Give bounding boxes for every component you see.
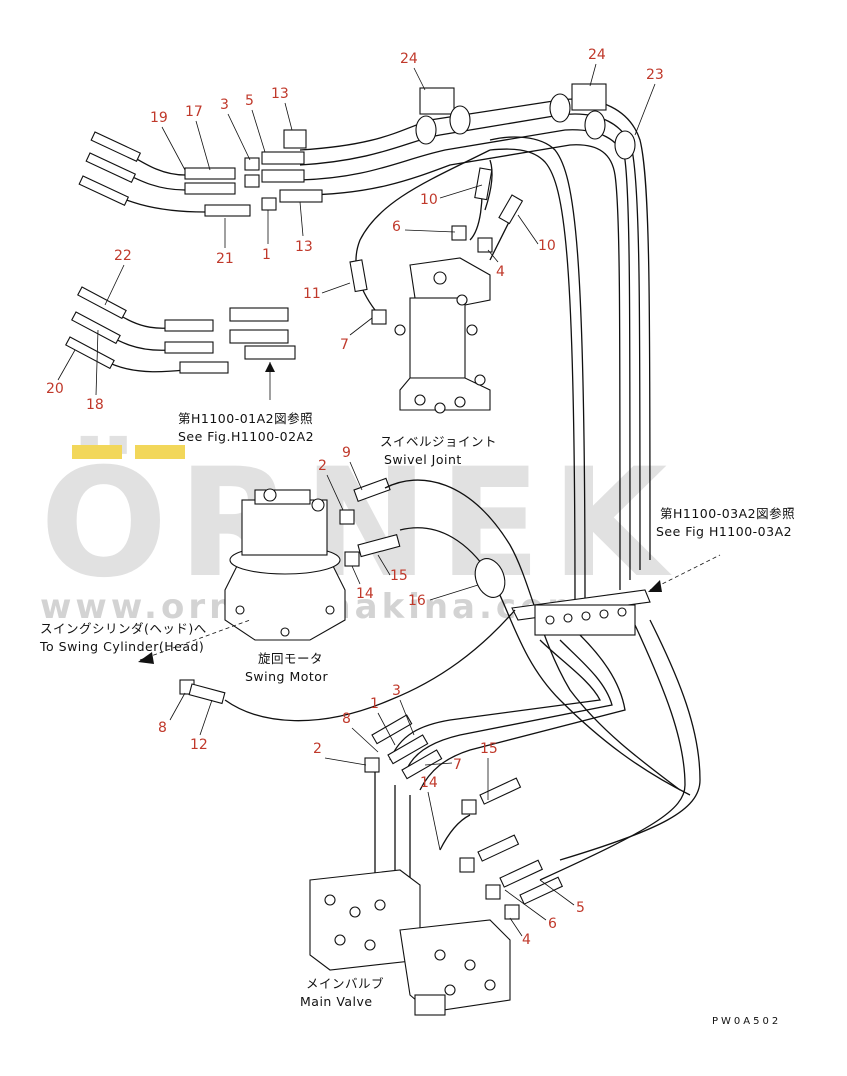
callout-4b: 4 [522,932,531,948]
swing-cylinder-jp: スイングシリンダ(ヘッド)へ [40,621,207,636]
callout-16: 16 [408,593,426,609]
callout-2a: 2 [318,458,327,474]
swing-motor-jp: 旋回モータ [258,651,323,666]
callout-14a: 14 [356,586,374,602]
ref-fig-03A2-jp: 第H1100-03A2図参照 [660,506,795,521]
callout-2b: 2 [313,741,322,757]
clamp-block [511,554,721,636]
callout-14b: 14 [420,775,438,791]
callouts: 24 24 23 19 17 3 5 13 10 6 10 4 21 1 13 … [46,47,664,948]
watermark-dot-right [135,445,185,459]
callout-19: 19 [150,110,168,126]
mid-left-fittings [65,286,296,400]
callout-10a: 10 [420,192,438,208]
callout-11: 11 [303,286,321,302]
callout-24b: 24 [588,47,606,63]
callout-1b: 1 [370,696,379,712]
callout-6a: 6 [392,219,401,235]
swing-cylinder-en: To Swing Cylinder(Head) [39,639,204,654]
callout-8b: 8 [342,711,351,727]
callout-23: 23 [646,67,664,83]
top-left-fittings [78,129,323,217]
swivel-joint: スイベルジョイント Swivel Joint [349,149,524,467]
swing-cylinder-ref: スイングシリンダ(ヘッド)へ To Swing Cylinder(Head) [39,609,516,722]
callout-3b: 3 [392,683,401,699]
watermark-brand: ÖRNEK [40,435,677,611]
callout-10b: 10 [538,238,556,254]
callout-7a: 7 [340,337,349,353]
callout-20: 20 [46,381,64,397]
callout-5b: 5 [576,900,585,916]
swivel-joint-en: Swivel Joint [384,452,462,467]
callout-21: 21 [216,251,234,267]
swivel-joint-jp: スイベルジョイント [380,434,497,449]
callout-4a: 4 [496,264,505,280]
ref-fig-01A2-en: See Fig.H1100-02A2 [178,429,314,444]
callout-5a: 5 [245,93,254,109]
callout-3a: 3 [220,97,229,113]
ref-fig-01A2-jp: 第H1100-01A2図参照 [178,411,313,426]
callout-9: 9 [342,445,351,461]
watermark-dot-left [72,445,122,459]
clamp-24-left [419,87,455,115]
main-valve-en: Main Valve [300,994,373,1009]
callout-12: 12 [190,737,208,753]
callout-18: 18 [86,397,104,413]
callout-6b: 6 [548,916,557,932]
clamp-24-right [571,83,607,111]
drawing-code: PW0A502 [712,1016,781,1027]
callout-24a: 24 [400,51,418,67]
callout-15b: 15 [480,741,498,757]
callout-13a: 13 [271,86,289,102]
main-valve: メインバルブ Main Valve [300,714,564,1016]
swing-motor-en: Swing Motor [245,669,328,684]
watermark: ÖRNEK www.orneksmakina.com.tr [40,435,677,627]
top-hoses [299,83,651,606]
callout-17: 17 [185,104,203,120]
callout-8a: 8 [158,720,167,736]
callout-1a: 1 [262,247,271,263]
callout-13b: 13 [295,239,313,255]
callout-22: 22 [114,248,132,264]
callout-7b: 7 [453,757,462,773]
main-valve-jp: メインバルブ [306,976,384,991]
swing-motor: 旋回モータ Swing Motor [224,488,346,684]
ref-fig-03A2-en: See Fig H1100-03A2 [656,524,792,539]
main-bundle [389,619,701,881]
callout-15a: 15 [390,568,408,584]
